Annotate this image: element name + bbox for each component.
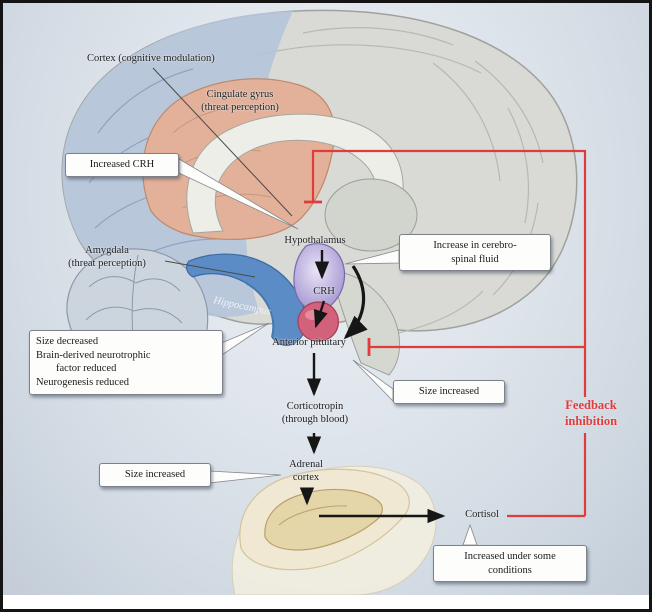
wedge-size-increased-adrenal xyxy=(208,470,282,484)
amygdala-line2: (threat perception) xyxy=(68,257,146,269)
size-decreased-line2: Brain-derived neurotrophic xyxy=(36,349,151,361)
wedge-conditions xyxy=(462,523,478,546)
box-increased-crh: Increased CRH xyxy=(65,153,179,177)
gyri-lines xyxy=(257,27,544,334)
feedback-line1: Feedback xyxy=(565,398,617,412)
feedback-line2: inhibition xyxy=(564,414,618,428)
corticotropin-line1: Corticotropin xyxy=(286,401,344,412)
label-adrenal-cortex: Adrenal cortex xyxy=(273,459,339,485)
label-amygdala: Amygdala (threat perception) xyxy=(41,245,173,271)
flow-arrows xyxy=(299,250,446,524)
label-feedback-inhibition: Feedback inhibition xyxy=(549,397,633,429)
size-decreased-line1: Size decreased xyxy=(36,336,99,347)
adrenal-line1: Adrenal xyxy=(289,459,323,470)
cingulate-line2: (threat perception) xyxy=(201,101,279,113)
label-cortisol: Cortisol xyxy=(465,509,499,520)
csf-line1: Increase in cerebro- xyxy=(433,240,517,251)
adrenal-gland-illustration xyxy=(231,465,437,595)
corticotropin-line2: (through blood) xyxy=(281,413,349,425)
label-hypothalamus: Hypothalamus xyxy=(284,235,346,246)
wedge-increased-crh xyxy=(178,158,299,230)
leader-cortex xyxy=(152,67,293,217)
box-size-decreased: Size decreased Brain-derived neurotrophi… xyxy=(29,330,223,395)
box-size-increased-pituitary: Size increased xyxy=(393,380,505,404)
label-crh: CRH xyxy=(313,286,335,297)
arrow-crh-to-pituitary xyxy=(313,300,328,329)
label-cortex: Cortex (cognitive modulation) xyxy=(87,53,215,64)
label-cingulate-gyrus: Cingulate gyrus (threat perception) xyxy=(166,89,314,115)
box-size-increased-adrenal: Size increased xyxy=(99,463,211,487)
thalamus xyxy=(324,178,418,252)
figure-canvas: Cortex (cognitive modulation) Cingulate … xyxy=(3,3,649,595)
amygdala-line1: Amygdala xyxy=(85,245,129,256)
size-decreased-line3: factor reduced xyxy=(56,363,117,375)
leader-lines xyxy=(152,67,293,278)
csf-line2: spinal fluid xyxy=(451,253,499,265)
adrenal-line2: cortex xyxy=(292,471,320,483)
cingulate-line1: Cingulate gyrus xyxy=(206,89,274,100)
conditions-line2: conditions xyxy=(488,564,532,576)
pointer-wedges xyxy=(178,158,478,546)
size-decreased-line4: Neurogenesis reduced xyxy=(36,376,130,388)
label-corticotropin: Corticotropin (through blood) xyxy=(258,401,372,427)
leader-amygdala xyxy=(164,260,256,278)
box-increased-conditions: Increased under some conditions xyxy=(433,545,587,583)
conditions-line1: Increased under some xyxy=(464,551,556,562)
hippocampus-structure xyxy=(186,253,307,347)
box-csf-increase: Increase in cerebro- spinal fluid xyxy=(399,234,551,272)
feedback-inhibition-lines xyxy=(304,149,587,518)
label-anterior-pituitary: Anterior pituitary xyxy=(272,337,346,348)
diagram-artwork xyxy=(61,9,587,595)
arrow-portal-arc xyxy=(343,265,368,340)
